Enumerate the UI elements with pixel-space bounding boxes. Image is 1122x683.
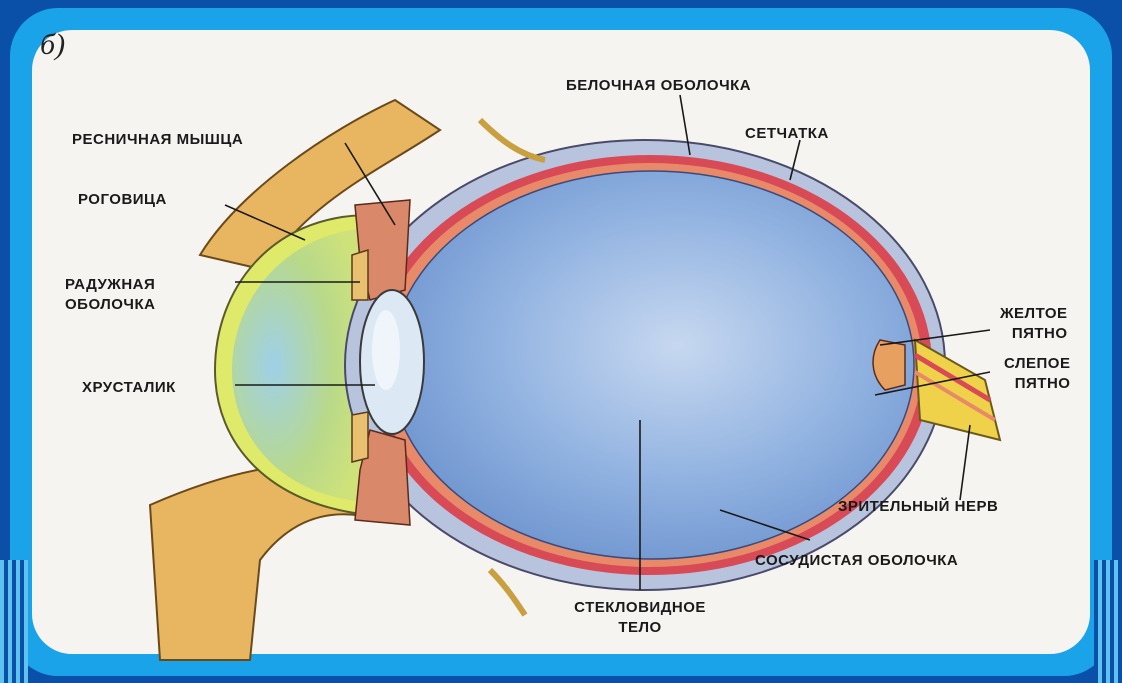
label-iris-line2: ОБОЛОЧКА: [65, 295, 155, 315]
label-macula: ЖЕЛТОЕ ПЯТНО: [1000, 304, 1068, 344]
iris-upper: [352, 250, 368, 300]
label-choroid: СОСУДИСТАЯ ОБОЛОЧКА: [755, 551, 958, 571]
label-blind-spot-line2: ПЯТНО: [1004, 374, 1070, 394]
label-blind-spot-line1: СЛЕПОЕ: [1004, 354, 1070, 374]
label-iris-line1: РАДУЖНАЯ: [65, 275, 155, 295]
label-vitreous-line2: ТЕЛО: [540, 618, 740, 638]
label-ciliary-muscle: РЕСНИЧНАЯ МЫШЦА: [72, 130, 243, 150]
label-cornea: РОГОВИЦА: [78, 190, 167, 210]
label-macula-line1: ЖЕЛТОЕ: [1000, 304, 1068, 324]
label-vitreous-line1: СТЕКЛОВИДНОЕ: [540, 598, 740, 618]
label-iris: РАДУЖНАЯ ОБОЛОЧКА: [65, 275, 155, 315]
label-retina: СЕТЧАТКА: [745, 124, 829, 144]
label-sclera: БЕЛОЧНАЯ ОБОЛОЧКА: [566, 76, 751, 96]
label-optic-nerve: ЗРИТЕЛЬНЫЙ НЕРВ: [838, 497, 998, 517]
label-macula-line2: ПЯТНО: [1000, 324, 1068, 344]
iris-lower: [352, 412, 368, 462]
label-lens: ХРУСТАЛИК: [82, 378, 176, 398]
figure-letter: б): [40, 28, 65, 62]
label-blind-spot: СЛЕПОЕ ПЯТНО: [1004, 354, 1070, 394]
label-vitreous: СТЕКЛОВИДНОЕ ТЕЛО: [540, 598, 740, 638]
vitreous-shape: [390, 171, 914, 559]
